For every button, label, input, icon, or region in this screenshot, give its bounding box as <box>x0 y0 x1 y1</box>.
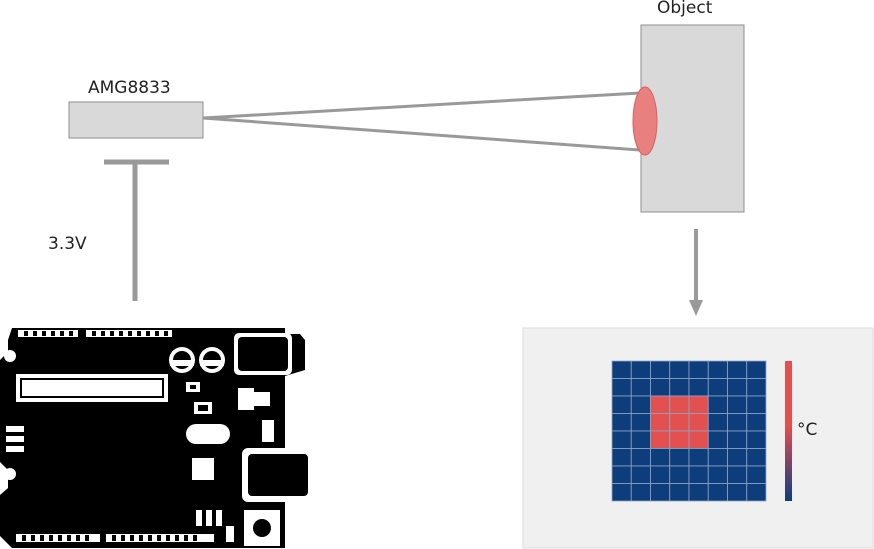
thermal-cell-cold <box>611 483 632 502</box>
thermal-cell-cold <box>630 360 651 379</box>
thermal-cell-cold <box>746 430 767 449</box>
thermal-cell-cold <box>727 465 748 484</box>
temperature-unit-label: °C <box>797 420 818 440</box>
thermal-cell-cold <box>630 465 651 484</box>
thermal-cell-hot <box>669 413 690 432</box>
sensor-box <box>68 101 204 139</box>
thermal-cell-hot <box>669 430 690 449</box>
thermal-cell-cold <box>707 465 728 484</box>
sensor-label: AMG8833 <box>88 78 171 98</box>
thermal-cell-cold <box>630 483 651 502</box>
color-scale-bar <box>785 361 792 501</box>
thermal-cell-cold <box>630 378 651 397</box>
thermal-cell-hot <box>650 413 671 432</box>
thermal-cell-cold <box>746 395 767 414</box>
thermal-cell-cold <box>746 483 767 502</box>
thermal-cell-cold <box>707 378 728 397</box>
arduino-board <box>0 328 314 548</box>
thermal-cell-cold <box>650 465 671 484</box>
thermal-cell-hot <box>688 395 709 414</box>
thermal-cell-cold <box>630 448 651 467</box>
thermal-cell-cold <box>611 378 632 397</box>
thermal-cell-cold <box>630 395 651 414</box>
fov-line-top <box>202 91 641 120</box>
thermal-cell-cold <box>688 465 709 484</box>
thermal-cell-cold <box>727 360 748 379</box>
thermal-cell-hot <box>688 430 709 449</box>
fov-line-bottom <box>202 116 641 152</box>
output-arrow-head <box>689 300 703 316</box>
thermal-cell-cold <box>746 465 767 484</box>
thermal-cell-cold <box>746 448 767 467</box>
thermal-cell-cold <box>707 360 728 379</box>
thermal-cell-cold <box>669 378 690 397</box>
thermal-cell-cold <box>727 430 748 449</box>
thermal-cell-cold <box>611 448 632 467</box>
thermal-cell-cold <box>707 395 728 414</box>
thermal-cell-cold <box>611 360 632 379</box>
thermal-cell-cold <box>688 483 709 502</box>
thermal-cell-cold <box>611 430 632 449</box>
thermal-cell-cold <box>611 395 632 414</box>
thermal-cell-cold <box>650 360 671 379</box>
thermal-cell-cold <box>630 413 651 432</box>
object-box <box>640 24 745 213</box>
voltage-label: 3.3V <box>48 234 87 254</box>
thermal-cell-cold <box>707 483 728 502</box>
object-label: Object <box>657 0 713 18</box>
thermal-cell-cold <box>688 360 709 379</box>
thermal-cell-cold <box>727 378 748 397</box>
thermal-cell-cold <box>707 448 728 467</box>
thermal-cell-cold <box>727 413 748 432</box>
thermal-cell-hot <box>688 413 709 432</box>
thermal-cell-cold <box>650 378 671 397</box>
thermal-cell-cold <box>650 483 671 502</box>
thermal-cell-hot <box>650 395 671 414</box>
thermal-cell-cold <box>669 483 690 502</box>
thermal-cell-hot <box>650 430 671 449</box>
thermal-cell-cold <box>669 360 690 379</box>
heat-spot <box>632 86 658 156</box>
thermal-cell-cold <box>727 448 748 467</box>
thermal-cell-hot <box>669 395 690 414</box>
thermal-cell-cold <box>611 465 632 484</box>
thermal-cell-cold <box>669 448 690 467</box>
thermal-cell-cold <box>727 483 748 502</box>
thermal-cell-cold <box>727 395 748 414</box>
thermal-grid <box>611 360 767 502</box>
thermal-cell-cold <box>707 413 728 432</box>
thermal-cell-cold <box>707 430 728 449</box>
thermal-cell-cold <box>611 413 632 432</box>
thermal-cell-cold <box>688 448 709 467</box>
thermal-cell-cold <box>650 448 671 467</box>
thermal-cell-cold <box>746 413 767 432</box>
thermal-cell-cold <box>669 465 690 484</box>
thermal-cell-cold <box>630 430 651 449</box>
thermal-cell-cold <box>746 378 767 397</box>
thermal-cell-cold <box>688 378 709 397</box>
thermal-cell-cold <box>746 360 767 379</box>
